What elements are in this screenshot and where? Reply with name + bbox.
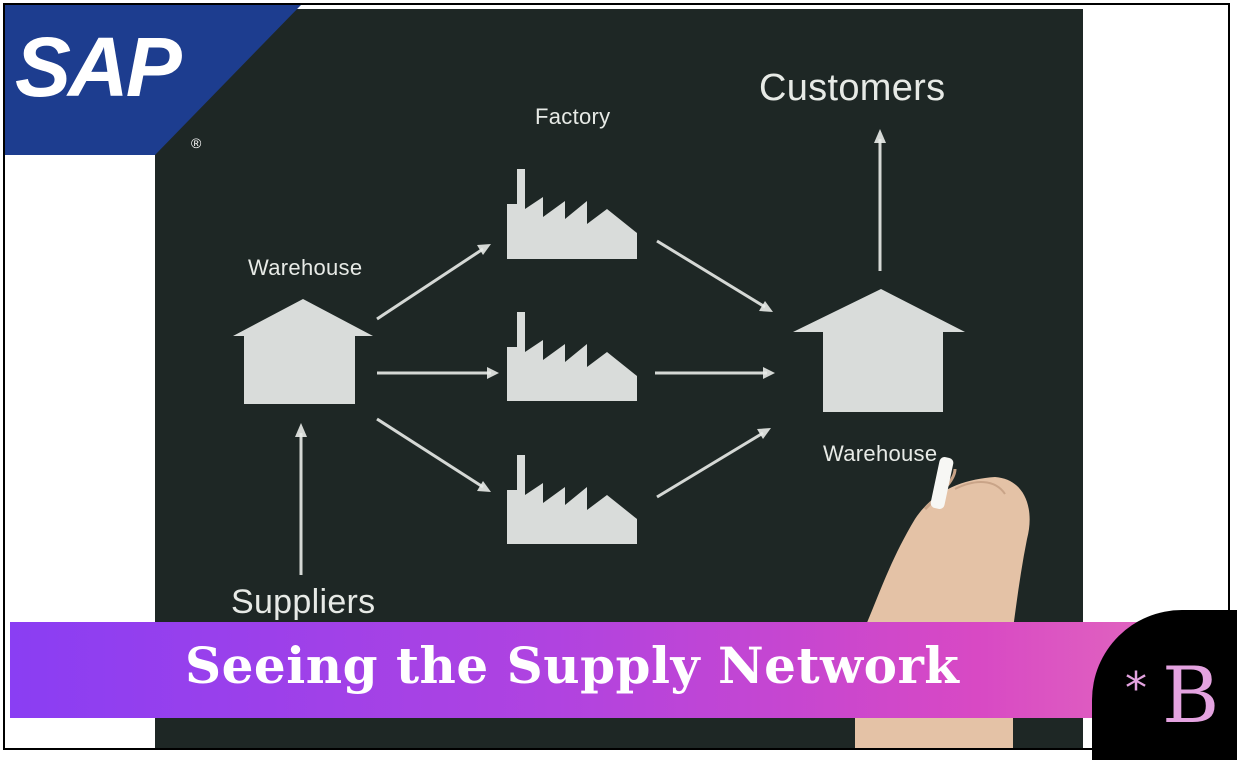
warehouse-left-icon	[233, 299, 373, 404]
suppliers-label: Suppliers	[231, 583, 376, 621]
title-banner: Seeing the Supply Network	[10, 622, 1220, 718]
factory-middle-icon	[507, 312, 637, 401]
sap-logo-background	[5, 5, 301, 155]
slide-frame: Factory Warehouse Warehouse Customers Su…	[3, 3, 1230, 750]
arrow-icon	[376, 244, 491, 321]
brand-letter: B	[1162, 651, 1220, 741]
sap-logo-text: SAP	[15, 20, 182, 114]
factory-label: Factory	[535, 104, 611, 129]
registered-mark: ®	[191, 135, 202, 151]
banner-title: Seeing the Supply Network	[185, 636, 960, 695]
arrow-icon	[656, 428, 771, 499]
brand-star-icon: *	[1125, 663, 1147, 714]
arrow-icon	[655, 367, 775, 379]
factory-top-icon	[507, 169, 637, 259]
arrow-icon	[874, 129, 886, 271]
arrow-icon	[376, 417, 491, 492]
arrow-icon	[656, 239, 773, 312]
warehouse-left-label: Warehouse	[248, 255, 363, 280]
warehouse-right-label: Warehouse	[823, 441, 938, 466]
customers-label: Customers	[759, 67, 946, 109]
arrow-icon	[377, 367, 499, 379]
factory-bottom-icon	[507, 455, 637, 544]
arrow-icon	[295, 423, 307, 575]
warehouse-right-icon	[793, 289, 965, 412]
sap-logo: SAP ®	[5, 5, 305, 155]
